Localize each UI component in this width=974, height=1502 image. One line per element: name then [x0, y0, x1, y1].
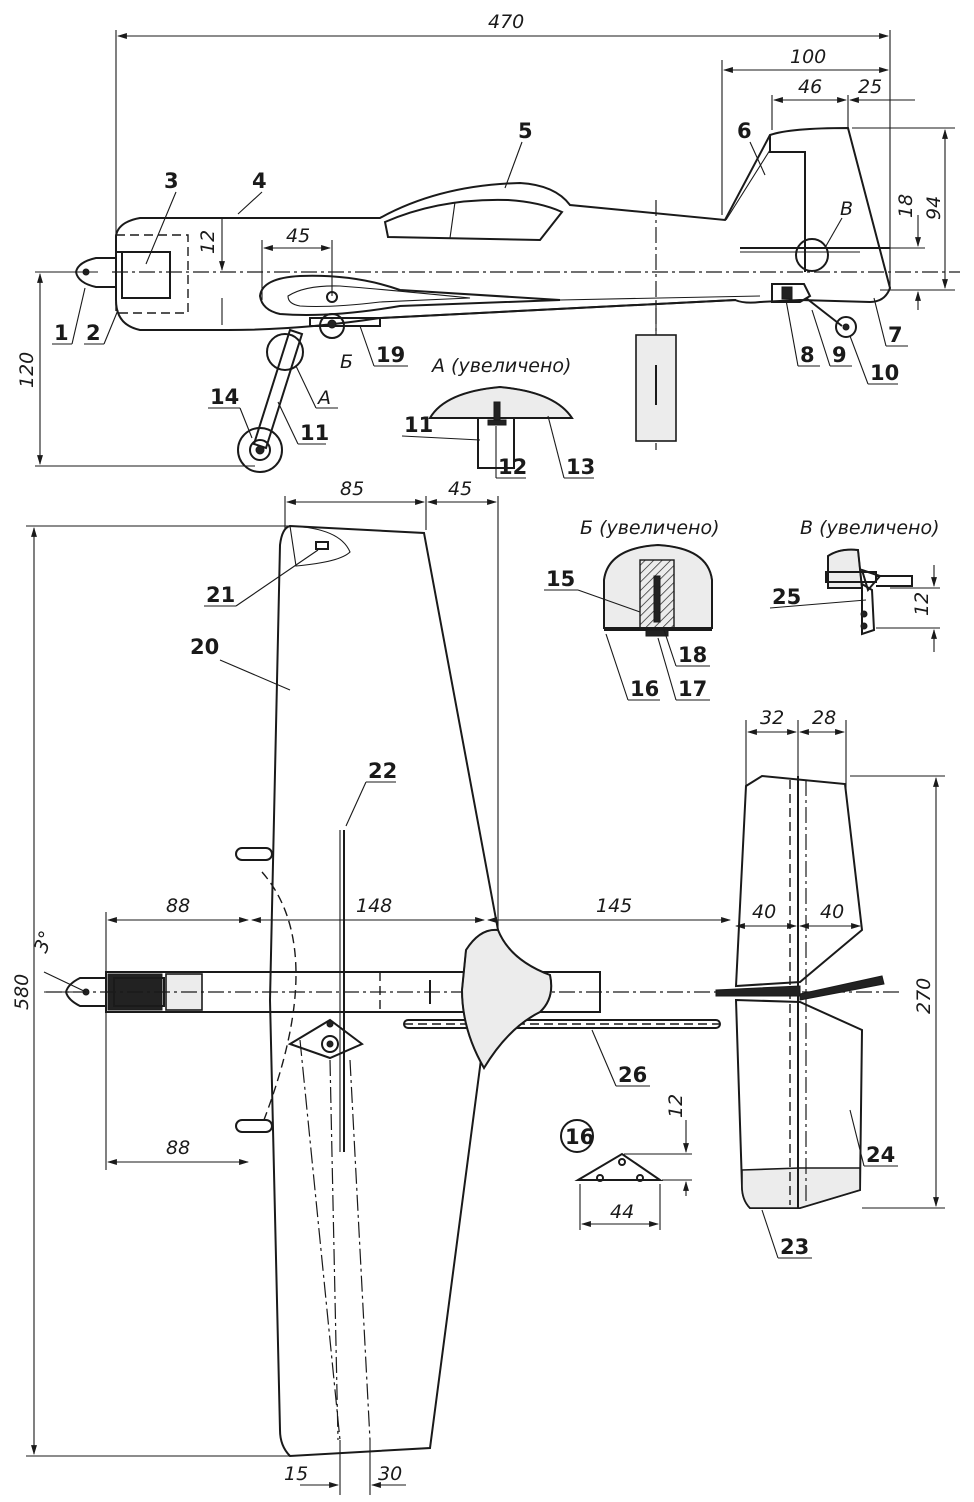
dim-height-120: 120 [16, 352, 38, 388]
dim-horn-height: 12 [911, 592, 933, 616]
dim-fin-height: 94 [923, 196, 945, 220]
view-marker-v-side: В [840, 198, 853, 220]
dim-nose-to-wing-top: 88 [166, 895, 190, 917]
dim-fin-25: 25 [858, 76, 882, 98]
dim-stab-span: 270 [913, 978, 935, 1014]
dim-stab-40-left: 40 [752, 901, 776, 923]
part-number-11-side: 11 [300, 421, 329, 445]
dim-wing-center-span: 148 [356, 895, 392, 917]
dim-overall-length: 470 [488, 11, 524, 33]
dim-wing-sweep: 45 [448, 478, 472, 500]
part-number-6: 6 [737, 119, 752, 143]
part-number-7: 7 [888, 323, 903, 347]
part-number-14: 14 [210, 385, 239, 409]
part-number-17: 17 [678, 677, 707, 701]
part-number-11-section: 11 [404, 413, 433, 437]
side-view: 470 100 46 25 18 94 [16, 11, 960, 479]
part-number-16-circled: 16 [565, 1125, 594, 1149]
part-number-13: 13 [566, 455, 595, 479]
dim-thrust-offset: 12 [197, 230, 219, 254]
part-number-15: 15 [546, 567, 575, 591]
part-number-22: 22 [368, 759, 397, 783]
part-number-5: 5 [518, 119, 533, 143]
part-number-20: 20 [190, 635, 219, 659]
section-b-detail: Б (увеличено) 15 18 16 17 [544, 517, 720, 701]
dim-wingspan: 580 [11, 974, 33, 1010]
view-marker-b-side: Б [340, 351, 353, 373]
dim-wing-tip-chord: 85 [340, 478, 364, 500]
dim-wing-to-tail: 145 [596, 895, 632, 917]
caption-section-b: Б (увеличено) [580, 517, 720, 539]
part-number-2: 2 [86, 321, 101, 345]
part-number-21: 21 [206, 583, 235, 607]
part-number-19: 19 [376, 343, 405, 367]
section-v-detail: В (увеличено) 12 25 [769, 517, 940, 652]
caption-section-a: А (увеличено) [430, 355, 571, 377]
part-number-9: 9 [832, 343, 847, 367]
part-number-26: 26 [618, 1063, 647, 1087]
part-number-23: 23 [780, 1235, 809, 1259]
part-number-10: 10 [870, 361, 899, 385]
dim-tail-length: 100 [790, 46, 826, 68]
dim-stab-40-right: 40 [820, 901, 844, 923]
part-number-8: 8 [800, 343, 815, 367]
dim-stab-offset: 18 [895, 194, 917, 218]
dim-stab-32: 32 [760, 707, 784, 729]
part-number-24: 24 [866, 1143, 895, 1167]
dim-horn-30: 30 [378, 1463, 402, 1485]
part-number-1: 1 [54, 321, 69, 345]
caption-section-v: В (увеличено) [800, 517, 940, 539]
part-number-25: 25 [772, 585, 801, 609]
view-marker-a-side: А [316, 387, 331, 409]
part-number-12: 12 [498, 455, 527, 479]
dim-plate-height: 12 [665, 1094, 687, 1118]
dim-nose-to-wing-bottom: 88 [166, 1137, 190, 1159]
part-number-16: 16 [630, 677, 659, 701]
part-number-3: 3 [164, 169, 179, 193]
part-number-18: 18 [678, 643, 707, 667]
dim-fin-top-46: 46 [798, 76, 822, 98]
dim-wing-position: 45 [286, 225, 310, 247]
top-view: 85 45 580 [11, 478, 945, 1495]
dim-elevator-28: 28 [812, 707, 836, 729]
dim-horn-15: 15 [284, 1463, 308, 1485]
dim-plate-width: 44 [610, 1201, 634, 1223]
part-number-4: 4 [252, 169, 267, 193]
